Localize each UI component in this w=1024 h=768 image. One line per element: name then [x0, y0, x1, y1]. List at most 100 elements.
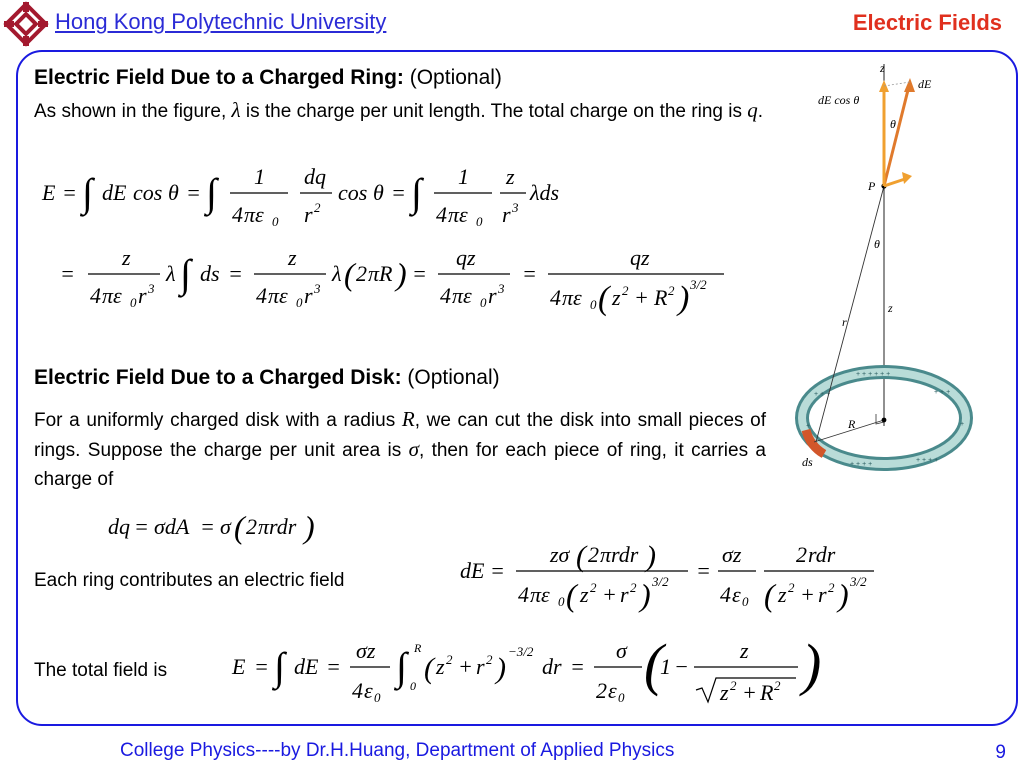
- svg-text:z: z: [505, 164, 515, 189]
- svg-text:σdA: σdA: [154, 514, 190, 539]
- svg-text:4: 4: [518, 582, 529, 607]
- svg-text:=: =: [186, 180, 201, 205]
- svg-text:1: 1: [254, 164, 265, 189]
- svg-text:2: 2: [446, 652, 453, 667]
- svg-text:2: 2: [774, 678, 781, 693]
- disk-section-title: Electric Field Due to a Charged Disk: (O…: [34, 366, 500, 389]
- fig-z-axis-label: z: [879, 61, 885, 75]
- svg-text:r: r: [488, 283, 497, 308]
- svg-text:+: +: [960, 421, 964, 428]
- svg-text:3/2: 3/2: [849, 574, 867, 589]
- fig-theta-bottom-label: θ: [874, 237, 880, 251]
- svg-text:=: =: [60, 261, 75, 286]
- svg-text:dE: dE: [460, 558, 485, 583]
- svg-text:+: +: [602, 582, 617, 607]
- svg-text:πε: πε: [268, 283, 288, 308]
- svg-text:πε: πε: [452, 283, 472, 308]
- svg-text:=: =: [326, 654, 341, 679]
- svg-text:dq: dq: [108, 514, 130, 539]
- svg-text:2: 2: [596, 678, 607, 703]
- svg-text:z: z: [287, 245, 297, 270]
- svg-text:0: 0: [410, 679, 416, 693]
- svg-text:E: E: [41, 180, 56, 205]
- svg-text:z: z: [777, 582, 787, 607]
- svg-text:=: =: [522, 261, 537, 286]
- svg-text:): ): [302, 509, 315, 545]
- svg-text:0: 0: [296, 295, 303, 310]
- svg-text:−3/2: −3/2: [508, 644, 534, 659]
- svg-text:r: r: [138, 283, 147, 308]
- disk-description: For a uniformly charged disk with a radi…: [34, 407, 766, 490]
- university-name[interactable]: Hong Kong Polytechnic University: [55, 9, 387, 34]
- svg-text:3: 3: [511, 200, 519, 215]
- total-field-label: The total field is: [34, 660, 168, 681]
- svg-text:πε: πε: [562, 285, 582, 310]
- university-logo: [2, 0, 50, 48]
- fig-r-label: r: [842, 315, 847, 329]
- fig-theta-top-label: θ: [890, 117, 896, 131]
- svg-text:2: 2: [788, 580, 795, 595]
- svg-text:3: 3: [497, 281, 505, 296]
- svg-text:ε: ε: [608, 678, 617, 703]
- svg-text:λds: λds: [529, 180, 559, 205]
- fig-R-label: R: [847, 417, 856, 431]
- svg-text:r: r: [304, 283, 313, 308]
- each-ring-label: Each ring contributes an electric field: [34, 570, 345, 591]
- svg-text:ε: ε: [364, 678, 373, 703]
- svg-text:cos: cos: [338, 180, 367, 205]
- svg-text:zσ: zσ: [549, 542, 571, 567]
- svg-text:): ): [494, 652, 506, 685]
- svg-text:4: 4: [440, 283, 451, 308]
- svg-text:+ + + +: + + + +: [850, 461, 872, 468]
- fig-z-label: z: [887, 301, 893, 315]
- svg-text:0: 0: [374, 690, 381, 705]
- svg-text:dE: dE: [102, 180, 127, 205]
- svg-text:=: =: [412, 261, 427, 286]
- svg-text:2: 2: [246, 514, 257, 539]
- svg-text:+ + + + + +: + + + + + +: [856, 371, 890, 378]
- svg-text:r: r: [620, 582, 629, 607]
- content-frame: [16, 50, 1018, 726]
- svg-text:−: −: [674, 654, 689, 679]
- svg-text:cos: cos: [133, 180, 162, 205]
- svg-text:z: z: [739, 638, 749, 663]
- svg-text:z: z: [435, 654, 445, 679]
- svg-text:1: 1: [660, 654, 671, 679]
- svg-text:2: 2: [730, 678, 737, 693]
- svg-text:+: +: [634, 285, 649, 310]
- svg-text:+: +: [458, 654, 473, 679]
- svg-text:R: R: [413, 641, 422, 655]
- svg-text:=: =: [62, 180, 77, 205]
- svg-text:πε: πε: [530, 582, 550, 607]
- svg-text:4: 4: [232, 202, 243, 227]
- svg-text:2: 2: [828, 580, 835, 595]
- svg-text:r: r: [304, 202, 313, 227]
- svg-text:3: 3: [147, 281, 155, 296]
- svg-text:πε: πε: [102, 283, 122, 308]
- svg-text:=: =: [200, 514, 215, 539]
- page-number: 9: [995, 742, 1006, 763]
- footer-credit: College Physics----by Dr.H.Huang, Depart…: [120, 740, 675, 761]
- svg-text:0: 0: [130, 295, 137, 310]
- svg-text:(: (: [644, 632, 667, 697]
- svg-text:+ + +: + + +: [814, 391, 830, 398]
- svg-text:πrdr: πrdr: [258, 514, 297, 539]
- svg-text:2: 2: [622, 283, 629, 298]
- svg-text:+: +: [742, 680, 757, 705]
- fig-dE-label: dE: [918, 77, 932, 91]
- svg-text:4: 4: [720, 582, 731, 607]
- svg-text:0: 0: [618, 690, 625, 705]
- fig-dE-cos-label: dE cos θ: [818, 93, 859, 107]
- svg-text:(: (: [576, 540, 588, 573]
- ring-description: As shown in the figure, λ is the charge …: [34, 98, 764, 122]
- svg-text:3: 3: [313, 281, 321, 296]
- svg-text:πR: πR: [368, 261, 393, 286]
- svg-text:θ: θ: [168, 180, 179, 205]
- svg-text:2: 2: [356, 261, 367, 286]
- svg-text:=: =: [228, 261, 243, 286]
- svg-text:∫: ∫: [79, 170, 96, 217]
- svg-text:r: r: [818, 582, 827, 607]
- svg-text:): ): [676, 280, 689, 317]
- svg-text:dq: dq: [304, 164, 326, 189]
